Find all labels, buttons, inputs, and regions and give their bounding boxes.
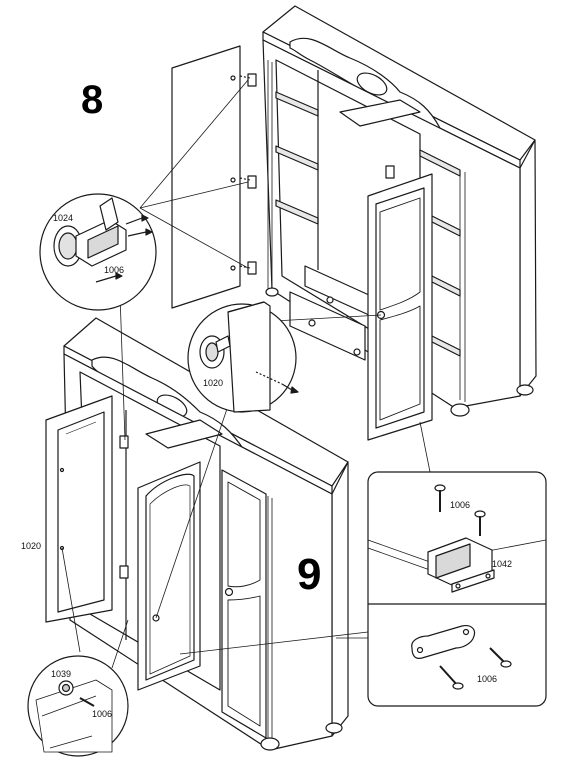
part-label-1020-knob-detail: 1020 [203, 378, 224, 388]
part-label-1042-magnet-catch: 1042 [492, 559, 513, 569]
right-door-step8 [367, 173, 433, 441]
center-mirror-door-step9 [137, 461, 201, 691]
part-label-1024-hinge: 1024 [53, 213, 74, 223]
open-mirror-door-step9 [45, 395, 113, 623]
part-label-1006-magnet-screw: 1006 [450, 500, 471, 510]
step-number-8: 8 [81, 78, 104, 122]
part-label-1006-hinge-screw: 1006 [104, 265, 125, 275]
bumper-detail-circle [27, 547, 129, 757]
step-number-9: 9 [297, 550, 322, 599]
left-door-step8 [171, 45, 251, 309]
part-label-1006-plate-screw: 1006 [477, 674, 498, 684]
hinge-detail-circle [39, 79, 249, 441]
part-label-1020-knob-door: 1020 [21, 541, 42, 551]
part-label-1039-bumper: 1039 [51, 669, 72, 679]
magnet-catch-detail-box [179, 421, 547, 707]
knob-detail-circle [155, 301, 382, 619]
part-label-1006-bumper-screw: 1006 [92, 709, 113, 719]
